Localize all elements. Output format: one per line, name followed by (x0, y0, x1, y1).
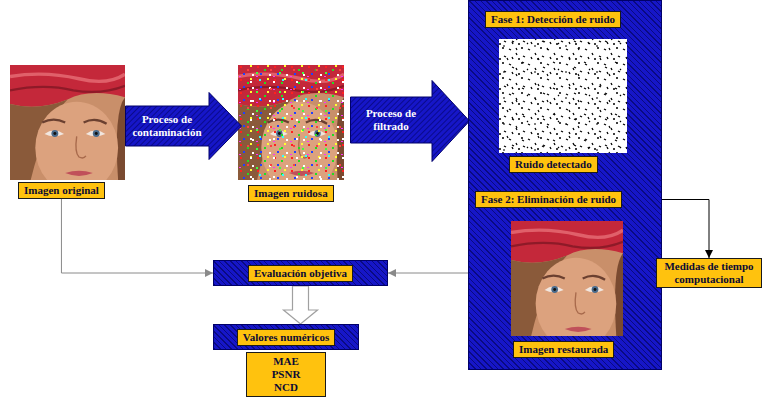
node-text: Medidas de tiempo computacional (662, 260, 756, 286)
image-label: Imagen restaurada (513, 341, 614, 358)
node-text: Fase 2: Eliminación de ruido (475, 191, 622, 208)
metrics-box: MAE PSNR NCD (246, 352, 326, 397)
node-text: Imagen restaurada (519, 343, 608, 356)
connector-arrow (388, 273, 468, 274)
node-text: Proceso de filtrado (350, 97, 432, 143)
process-arrow: Proceso de filtrado (350, 80, 470, 162)
hollow-arrow (284, 286, 318, 324)
node-text: Ruido detectado (515, 158, 592, 171)
node-text: Proceso de contaminación (125, 106, 209, 146)
process-arrow: Proceso de contaminación (125, 92, 242, 160)
time-box: Medidas de tiempo computacional (656, 258, 762, 288)
image-label: Imagen original (18, 182, 105, 199)
node-text: Valores numéricos (237, 329, 335, 346)
noisy-photo (238, 65, 344, 194)
original-photo (10, 65, 125, 194)
values-box: Valores numéricos (213, 324, 359, 350)
node-text: Evaluación objetiva (248, 265, 353, 282)
arrow-shape (350, 80, 470, 162)
filter-panel: Fase 1: Detección de ruidoFase 2: Elimin… (468, 0, 662, 370)
connector-arrow (61, 199, 213, 273)
node-text: Imagen ruidosa (254, 187, 328, 200)
connector-arrow (662, 200, 709, 259)
node-text: Imagen original (24, 184, 99, 197)
evaluation-box: Evaluación objetiva (213, 260, 388, 286)
image-label: Imagen ruidosa (248, 185, 334, 202)
restored-photo (511, 221, 623, 350)
image-label: Ruido detectado (509, 156, 598, 173)
node-text: MAE PSNR NCD (266, 355, 306, 394)
noise-map (499, 39, 627, 153)
node-text: Fase 1: Detección de ruido (485, 11, 621, 28)
panel-illustration (469, 1, 663, 371)
